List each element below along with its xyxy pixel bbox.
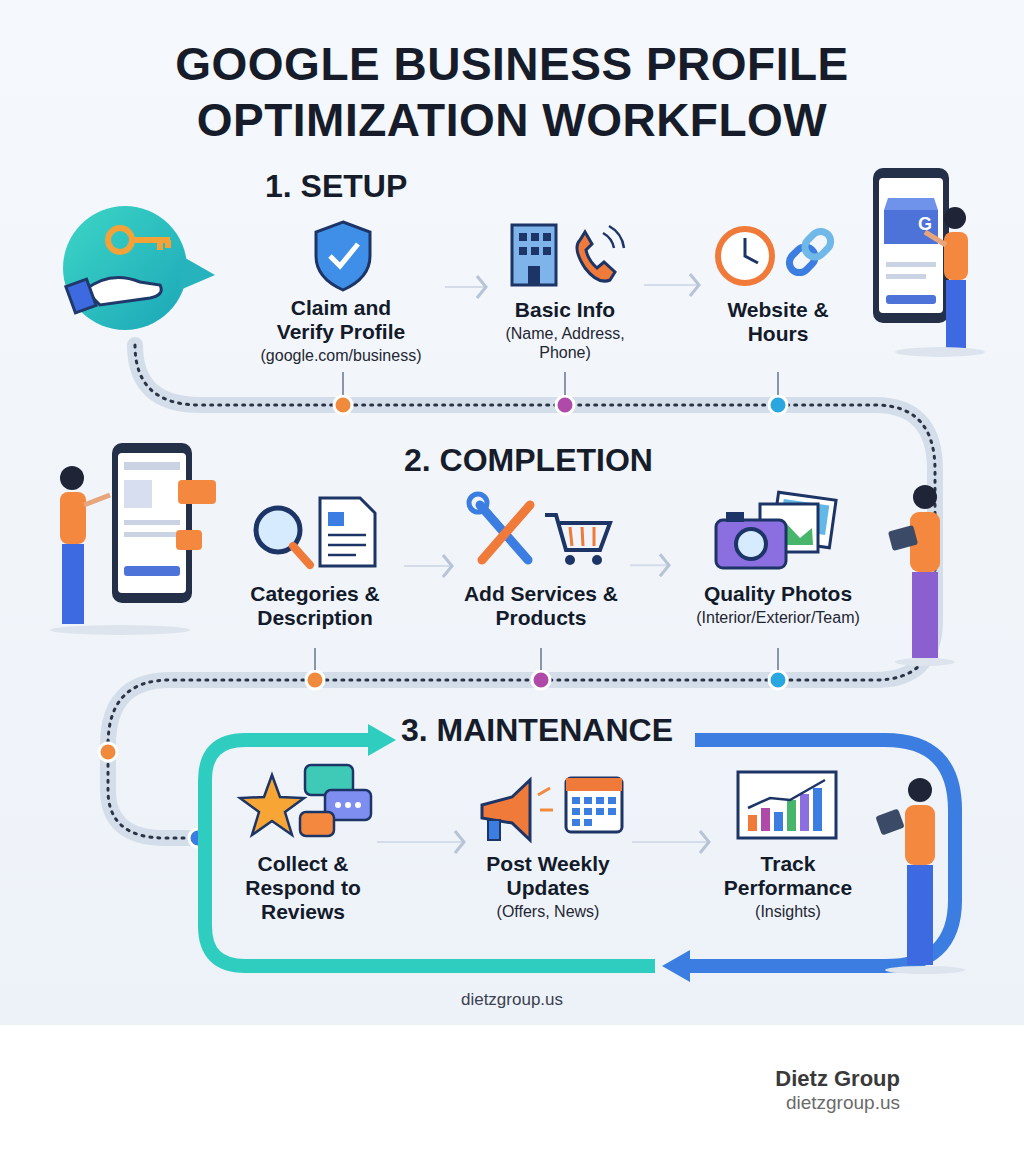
step-title: Categories & Description xyxy=(233,582,398,630)
step-connector xyxy=(630,564,669,566)
step-title: Post Weekly Updates xyxy=(473,852,623,900)
workflow-step: Website & Hours xyxy=(703,218,853,346)
step-title: Claim and Verify Profile xyxy=(266,296,416,344)
step-detail: (Interior/Exterior/Team) xyxy=(673,608,883,627)
step-title: Add Services & Products xyxy=(461,582,621,630)
logo-letter: G xyxy=(918,214,932,235)
workflow-step: Add Services & Products xyxy=(456,502,626,630)
step-title: Basic Info xyxy=(495,298,635,322)
section-heading: 2. COMPLETION xyxy=(404,442,653,479)
workflow-step: Claim and Verify Profile (google.com/busi… xyxy=(241,216,441,365)
workflow-step: Post Weekly Updates (Offers, News) xyxy=(468,772,628,921)
step-connector xyxy=(377,841,464,843)
step-title: Quality Photos xyxy=(688,582,868,606)
watermark: dietzgroup.us xyxy=(461,990,563,1010)
workflow-step: Quality Photos (Interior/Exterior/Team) xyxy=(673,502,883,627)
workflow-step: Categories & Description xyxy=(230,502,400,630)
section-heading: 3. MAINTENANCE xyxy=(401,712,673,749)
step-detail: (Name, Address, Phone) xyxy=(490,324,640,362)
step-detail: (google.com/business) xyxy=(241,346,441,365)
diagram-title: GOOGLE BUSINESS PROFILE OPTIMIZATION WOR… xyxy=(142,36,882,148)
workflow-step: Track Performance (Insights) xyxy=(713,772,863,921)
step-connector xyxy=(632,841,709,843)
workflow-step: Basic Info(Name, Address, Phone) xyxy=(490,218,640,362)
step-connector xyxy=(644,284,699,286)
step-detail: (Insights) xyxy=(713,902,863,921)
brand-name: Dietz Group xyxy=(775,1066,900,1091)
step-title: Website & Hours xyxy=(718,298,838,346)
step-connector xyxy=(445,286,486,288)
workflow-step: Collect & Respond to Reviews xyxy=(233,772,373,924)
step-title: Track Performance xyxy=(713,852,863,900)
step-connector xyxy=(404,565,452,567)
section-heading: 1. SETUP xyxy=(265,168,407,205)
step-detail: (Offers, News) xyxy=(468,902,628,921)
step-title: Collect & Respond to Reviews xyxy=(241,852,366,924)
brand-url: dietzgroup.us xyxy=(786,1092,900,1114)
title-block: GOOGLE BUSINESS PROFILE OPTIMIZATION WOR… xyxy=(0,36,1024,148)
